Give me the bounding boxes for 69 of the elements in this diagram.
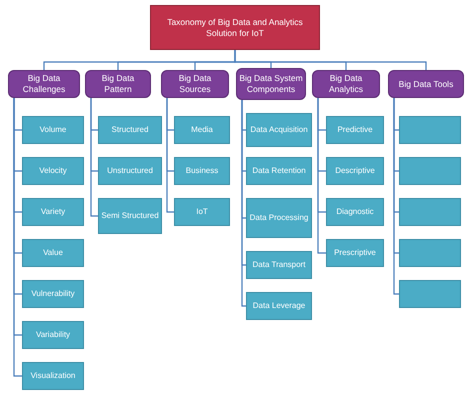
node-text: Predictive	[337, 125, 373, 135]
node-text: Big Data Pattern	[100, 73, 136, 95]
node-text: Business	[186, 166, 218, 176]
item-box	[246, 251, 312, 279]
item-box	[246, 292, 312, 320]
item-box	[22, 239, 84, 267]
item-box	[174, 198, 230, 226]
category-box	[8, 70, 80, 98]
item-box	[22, 157, 84, 185]
node-text: Data Transport	[252, 260, 306, 270]
title-box	[150, 5, 320, 50]
node-text: Velocity	[39, 166, 67, 176]
node-text: Volume	[40, 125, 66, 135]
item-box	[98, 157, 162, 185]
item-box	[399, 157, 461, 185]
node-text: Data Acquisition	[250, 125, 308, 135]
connector-line	[234, 50, 427, 70]
node-text: Data Processing	[250, 213, 308, 223]
item-box	[399, 116, 461, 144]
node-text: Prescriptive	[334, 248, 376, 258]
node-text: Vulnerability	[31, 289, 75, 299]
item-box	[174, 116, 230, 144]
node-text: Big Data System Components	[239, 73, 303, 95]
connector-line	[317, 98, 326, 254]
node-text: Variety	[40, 207, 66, 217]
item-box	[246, 113, 312, 147]
node-text: Big Data Analytics	[328, 73, 364, 95]
item-box	[326, 116, 384, 144]
item-box	[22, 321, 84, 349]
category-box	[236, 68, 306, 100]
node-text: Big Data Sources	[178, 73, 212, 95]
node-text: Variability	[36, 330, 70, 340]
item-box	[399, 280, 461, 308]
item-box	[22, 116, 84, 144]
item-box	[22, 198, 84, 226]
item-box	[246, 198, 312, 238]
item-box	[326, 198, 384, 226]
node-text: Unstructured	[107, 166, 153, 176]
item-box	[246, 157, 312, 185]
category-box	[85, 70, 151, 98]
item-box	[98, 116, 162, 144]
connector-line	[90, 98, 98, 217]
node-text: Big Data Challenges	[22, 73, 66, 95]
item-box	[22, 280, 84, 308]
node-text: Descriptive	[335, 166, 375, 176]
node-text: Visualization	[30, 371, 76, 381]
item-box	[399, 239, 461, 267]
node-text: Taxonomy of Big Data and Analytics Solution for IoT	[166, 16, 304, 38]
node-text: Semi Structured	[101, 211, 159, 221]
item-box	[22, 362, 84, 390]
node-text: Data Retention	[252, 166, 306, 176]
connector-line	[393, 98, 399, 295]
category-box	[161, 70, 229, 98]
node-text: Structured	[112, 125, 148, 135]
node-text: Diagnostic	[336, 207, 374, 217]
item-box	[326, 157, 384, 185]
node-text: IoT	[196, 207, 208, 217]
connector-line	[241, 100, 246, 307]
node-text: Data Leverage	[252, 301, 306, 311]
node-text: Big Data Tools	[398, 78, 454, 90]
item-box	[399, 198, 461, 226]
item-box	[326, 239, 384, 267]
category-box	[388, 70, 464, 98]
category-box	[312, 70, 380, 98]
node-text: Value	[43, 248, 63, 258]
node-text: Media	[191, 125, 213, 135]
item-box	[98, 198, 162, 234]
item-box	[174, 157, 230, 185]
connector-line	[166, 98, 174, 213]
